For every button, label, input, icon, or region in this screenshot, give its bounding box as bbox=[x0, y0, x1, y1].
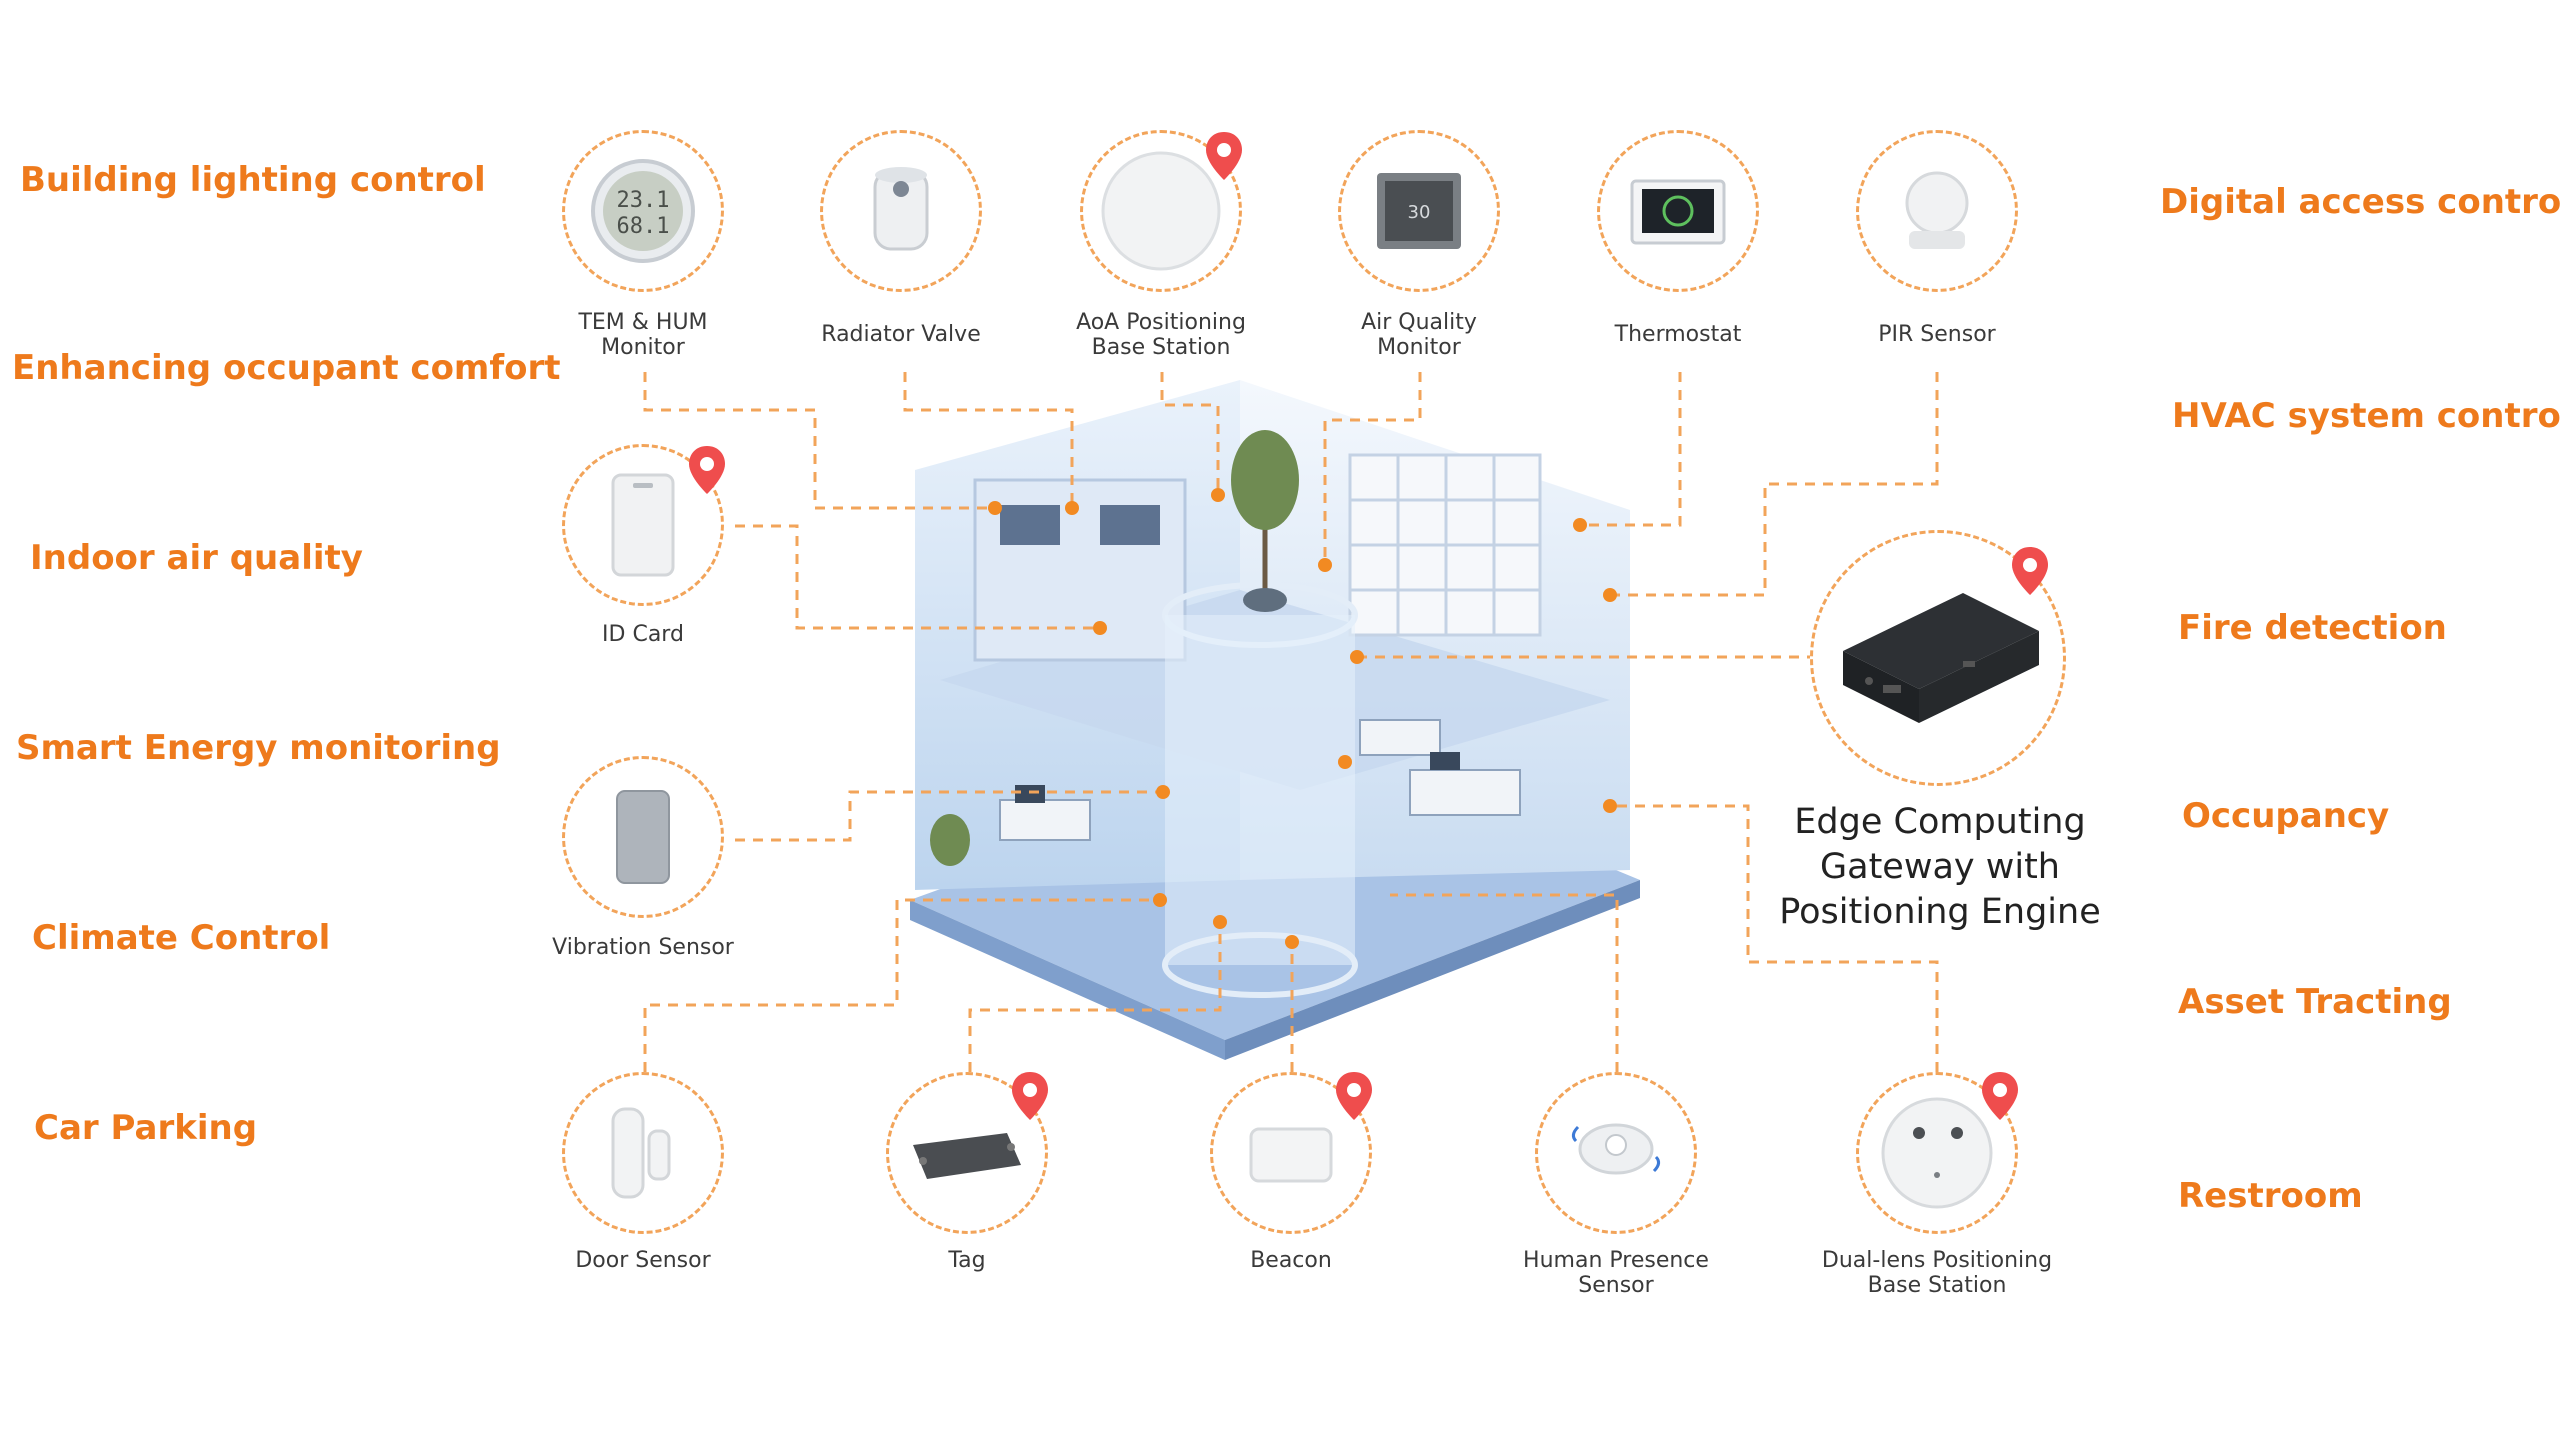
caption-tag: Tag bbox=[948, 1248, 986, 1273]
caption-presence: Human Presence Sensor bbox=[1523, 1248, 1709, 1298]
caption-id-card: ID Card bbox=[602, 622, 684, 647]
label-car-parking: Car Parking bbox=[34, 1108, 258, 1148]
desk bbox=[999, 799, 1091, 841]
edge-gateway-icon bbox=[1843, 593, 2039, 723]
beacon-icon bbox=[1249, 1127, 1333, 1183]
label-fire-detection: Fire detection bbox=[2178, 608, 2447, 648]
caption-radiator: Radiator Valve bbox=[821, 322, 981, 347]
device-tem-hum-monitor: 23.1 68.1 bbox=[562, 130, 724, 292]
device-thermostat bbox=[1597, 130, 1759, 292]
desk bbox=[1359, 719, 1441, 756]
label-occupancy: Occupancy bbox=[2182, 796, 2390, 836]
label-indoor-air: Indoor air quality bbox=[30, 538, 363, 578]
radiator-valve-icon bbox=[873, 167, 929, 251]
caption-air-quality: Air Quality Monitor bbox=[1361, 310, 1477, 360]
air-quality-readout: 30 bbox=[1408, 202, 1431, 223]
device-air-quality-monitor: 30 bbox=[1338, 130, 1500, 292]
human-presence-sensor-icon bbox=[1571, 1123, 1661, 1175]
caption-door: Door Sensor bbox=[575, 1248, 711, 1273]
location-pin-icon bbox=[1012, 1072, 1048, 1120]
device-pir-sensor bbox=[1856, 130, 2018, 292]
caption-pir: PIR Sensor bbox=[1878, 322, 1996, 347]
label-digital-access: Digital access control bbox=[2160, 182, 2560, 222]
gateway-caption: Edge Computing Gateway with Positioning … bbox=[1779, 802, 2101, 932]
label-occupant-comfort: Enhancing occupant comfort bbox=[12, 348, 561, 388]
label-restroom: Restroom bbox=[2178, 1176, 2363, 1216]
caption-aoa: AoA Positioning Base Station bbox=[1076, 310, 1246, 360]
device-human-presence-sensor bbox=[1535, 1072, 1697, 1234]
vibration-sensor-icon bbox=[616, 790, 670, 884]
dual-lens-base-station-icon bbox=[1881, 1097, 1993, 1209]
location-pin-icon bbox=[2012, 547, 2048, 595]
svg-text:68.1: 68.1 bbox=[617, 214, 670, 239]
svg-text:23.1: 23.1 bbox=[617, 188, 670, 213]
caption-vibration: Vibration Sensor bbox=[552, 935, 734, 960]
device-dual-lens-base-station bbox=[1856, 1072, 2018, 1234]
aoa-base-station-icon bbox=[1101, 151, 1221, 271]
location-pin-icon bbox=[1982, 1072, 2018, 1120]
device-door-sensor bbox=[562, 1072, 724, 1234]
location-pin-icon bbox=[689, 446, 725, 494]
device-vibration-sensor bbox=[562, 756, 724, 918]
location-pin-icon bbox=[1336, 1072, 1372, 1120]
door-sensor-icon bbox=[611, 1107, 671, 1199]
tag-icon bbox=[913, 1133, 1021, 1179]
device-radiator-valve bbox=[820, 130, 982, 292]
pir-sensor-icon bbox=[1905, 171, 1969, 249]
location-pin-icon bbox=[1206, 132, 1242, 180]
label-building-lighting: Building lighting control bbox=[20, 160, 486, 200]
thermometer-hygrometer-icon: 23.1 68.1 bbox=[591, 159, 695, 263]
glass-cylinder bbox=[1165, 615, 1355, 965]
caption-tem-hum: TEM & HUM Monitor bbox=[578, 310, 708, 360]
desk bbox=[1409, 769, 1521, 816]
thermostat-icon bbox=[1630, 179, 1726, 245]
plant bbox=[930, 814, 970, 866]
label-asset-tracting: Asset Tracting bbox=[2178, 982, 2452, 1022]
id-card-icon bbox=[611, 473, 675, 577]
caption-thermostat: Thermostat bbox=[1614, 322, 1742, 347]
caption-dual-lens: Dual-lens Positioning Base Station bbox=[1821, 1248, 2053, 1298]
air-quality-monitor-icon: 30 bbox=[1377, 173, 1461, 249]
caption-beacon: Beacon bbox=[1250, 1248, 1332, 1273]
tree-foliage bbox=[1231, 430, 1299, 530]
label-climate-control: Climate Control bbox=[32, 918, 331, 958]
label-energy-monitoring: Smart Energy monitoring bbox=[16, 728, 501, 768]
label-hvac: HVAC system control bbox=[2172, 396, 2560, 436]
